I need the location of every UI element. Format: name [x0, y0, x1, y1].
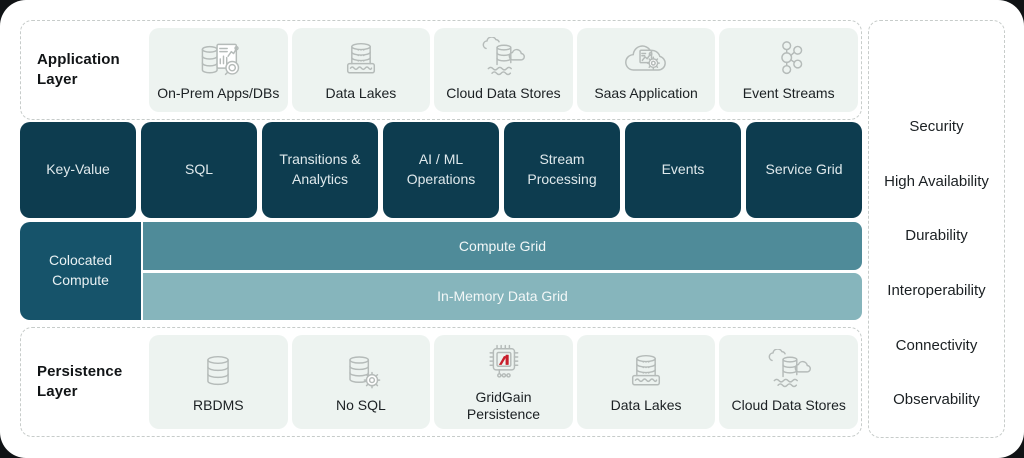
quality-high-availability: High Availability — [884, 172, 989, 190]
service-box-events: Events — [625, 122, 741, 218]
card-label: Cloud Data Stores — [731, 397, 846, 414]
on-prem-apps-dbs-card: On-Prem Apps/DBs — [149, 28, 288, 112]
compute-section: Colocated Compute Compute Grid In-Memory… — [20, 222, 862, 320]
quality-security: Security — [909, 117, 964, 135]
in-memory-data-grid-bar: In-Memory Data Grid — [143, 272, 862, 320]
no-sql-card: No SQL — [291, 335, 431, 429]
card-label: RBDMS — [193, 397, 244, 414]
quality-connectivity: Connectivity — [895, 336, 978, 354]
service-box-ai-ml-operations: AI / ML Operations — [383, 122, 499, 218]
data-lakes-icon — [333, 37, 389, 81]
data-lakes-card: Data Lakes — [576, 335, 716, 429]
cloud-data-stores-icon — [475, 37, 531, 81]
quality-durability: Durability — [905, 227, 968, 245]
cloud-data-stores-icon — [761, 349, 817, 393]
gridgain-chip-icon — [475, 341, 531, 385]
grid-bars: Compute Grid In-Memory Data Grid — [143, 222, 862, 320]
data-lakes-icon — [618, 349, 674, 393]
card-label: No SQL — [335, 397, 386, 414]
persistence-layer-label: Persistence Layer — [37, 362, 123, 400]
on-prem-apps-dbs-icon — [190, 37, 246, 81]
card-label: Saas Application — [594, 85, 698, 102]
gridgain-persistence-card: GridGain Persistence — [434, 335, 573, 429]
card-label: GridGain Persistence — [466, 388, 541, 423]
compute-grid-bar: Compute Grid — [143, 222, 862, 270]
persistence-layer-section: Persistence Layer RBDMS No SQL GridGain Pe… — [20, 327, 862, 437]
service-box-sql: SQL — [141, 122, 257, 218]
nosql-icon — [333, 349, 389, 393]
card-label: Event Streams — [742, 85, 835, 102]
persistence-layer-cards: RBDMS No SQL GridGain Persistence Data Lake… — [149, 335, 858, 429]
cloud-data-stores-card: Cloud Data Stores — [434, 28, 573, 112]
saas-application-card: Saas Application — [576, 28, 716, 112]
service-box-transitions-analytics: Transitions & Analytics — [262, 122, 378, 218]
card-label: Cloud Data Stores — [446, 85, 561, 102]
service-box-stream-processing: Stream Processing — [504, 122, 620, 218]
quality-observability: Observability — [893, 391, 980, 409]
application-layer-section: Application Layer On-Prem Apps/DBs Data L… — [20, 20, 862, 120]
card-label: Data Lakes — [610, 397, 682, 414]
data-lakes-card: Data Lakes — [291, 28, 431, 112]
event-streams-icon — [761, 37, 817, 81]
application-layer-label: Application Layer — [37, 50, 120, 88]
event-streams-card: Event Streams — [719, 28, 858, 112]
card-label: On-Prem Apps/DBs — [157, 85, 280, 102]
saas-application-icon — [618, 37, 674, 81]
quality-interoperability: Interoperability — [887, 281, 986, 299]
colocated-compute-box: Colocated Compute — [20, 222, 141, 320]
application-layer-cards: On-Prem Apps/DBs Data Lakes Cloud Data Sto… — [149, 28, 858, 112]
cloud-data-stores-card: Cloud Data Stores — [719, 335, 858, 429]
rbdms-card: RBDMS — [149, 335, 288, 429]
database-icon — [190, 349, 246, 393]
service-box-service-grid: Service Grid — [746, 122, 862, 218]
service-box-key-value: Key-Value — [20, 122, 136, 218]
card-label: Data Lakes — [325, 85, 397, 102]
